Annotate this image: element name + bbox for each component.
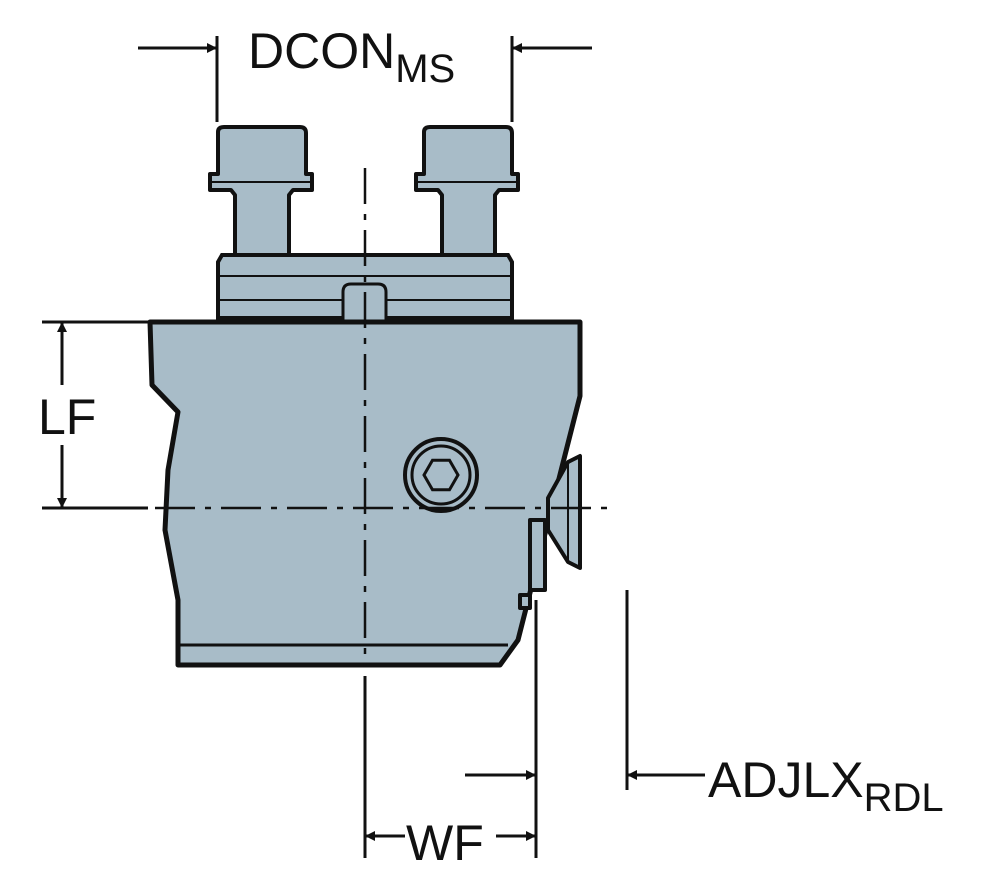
center-lines [155, 168, 610, 665]
adjustment-knob [546, 454, 582, 570]
adjlx-dimension [465, 590, 705, 790]
wf-label: WF [406, 818, 484, 868]
side-adjustment-block [518, 518, 547, 610]
left-coupling-pin [208, 125, 314, 260]
dcon-label-sub: MS [395, 47, 456, 91]
dcon-ms-label: DCONMS [248, 23, 455, 89]
dcon-label-main: DCON [248, 23, 396, 79]
lf-dimension [42, 320, 148, 510]
dcon-dimension [138, 36, 592, 122]
adjlx-rdl-label: ADJLXRDL [708, 752, 944, 818]
lf-label-main: LF [38, 389, 97, 445]
hex-socket-screw [403, 437, 479, 513]
right-coupling-pin [414, 125, 520, 260]
adjlx-label-sub: RDL [863, 776, 944, 820]
wf-label-main: WF [406, 815, 484, 871]
wf-dimension [363, 600, 538, 858]
lf-label: LF [38, 392, 96, 442]
adjlx-label-main: ADJLX [708, 752, 864, 808]
